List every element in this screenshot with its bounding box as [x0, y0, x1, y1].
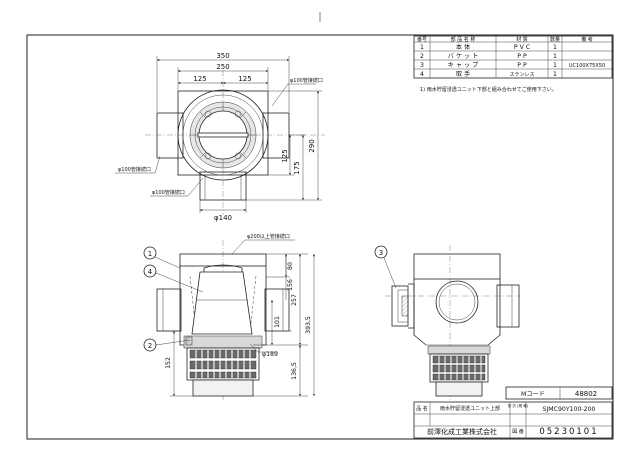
- svg-text:UC100X75X50: UC100X75X50: [569, 63, 605, 69]
- table-header-material: 材 質: [516, 36, 528, 43]
- dim-125-right: 125: [238, 75, 251, 83]
- callout-3: 3: [374, 245, 397, 289]
- svg-text:P V C: P V C: [514, 44, 530, 51]
- table-header-qty: 数量: [550, 36, 560, 43]
- table-row: 1 本 体 P V C 1: [420, 43, 557, 51]
- table-row: 4 取 手 ステンレス 1: [420, 70, 557, 78]
- table-header-no: 番号: [417, 36, 427, 43]
- svg-text:3: 3: [420, 62, 424, 69]
- label-inlet-right: φ100管接続口: [290, 77, 323, 84]
- dim-152: 152: [165, 357, 172, 369]
- dim-1365: 136,5: [291, 362, 298, 380]
- title-drawing-label: 図 番: [512, 428, 524, 435]
- table-header-name: 部 品 名 称: [451, 36, 476, 43]
- label-inlet-left: φ100管接続口: [118, 166, 151, 173]
- svg-text:1: 1: [553, 62, 557, 69]
- svg-text:3: 3: [379, 249, 383, 257]
- title-code-value: 48802: [575, 390, 597, 398]
- svg-text:1: 1: [148, 250, 152, 258]
- table-row: 2 バ ケ ッ ト P P 1: [420, 53, 557, 60]
- svg-text:キ ャ ッ プ: キ ャ ッ プ: [448, 62, 479, 69]
- table-row: 3 キ ャ ッ プ P P 1 UC100X75X50: [420, 62, 605, 69]
- label-top-inlet: φ200以上管接続口: [247, 233, 290, 240]
- top-view: 350 250 125 125 290 175 125 φ140 φ100管接続…: [115, 52, 325, 222]
- svg-text:本 体: 本 体: [456, 43, 471, 51]
- title-name-value: 雨水貯留浸透ユニット上部: [440, 405, 500, 412]
- svg-text:1: 1: [420, 44, 424, 51]
- label-phi140: φ140: [214, 214, 232, 222]
- dim-257: 257: [291, 294, 298, 306]
- dim-80: 80: [287, 262, 294, 270]
- svg-text:1: 1: [553, 44, 557, 51]
- dim-290: 290: [308, 139, 316, 152]
- side-view: 3: [374, 245, 520, 400]
- title-company: 前澤化成工業株式会社: [427, 427, 497, 436]
- callout-1: 1: [143, 246, 181, 269]
- svg-text:1: 1: [553, 53, 557, 60]
- title-block: Mコード 48802 品 名 雨水貯留浸透ユニット上部 形 式 (規 格) SJ…: [413, 386, 613, 439]
- title-drawing-value: 05230101: [539, 427, 598, 437]
- svg-text:P P: P P: [517, 62, 527, 69]
- title-model-label: 形 式 (規 格): [508, 403, 529, 408]
- dim-350: 350: [216, 52, 229, 60]
- label-phi189: φ189: [262, 351, 278, 358]
- drawing-border: [26, 34, 614, 440]
- svg-text:2: 2: [148, 342, 152, 350]
- table-header-note: 備 考: [581, 36, 593, 43]
- title-name-label: 品 名: [416, 405, 428, 412]
- bucket-slots: [189, 349, 257, 379]
- title-model-value: SJMC90Y100-200: [543, 406, 596, 413]
- svg-text:4: 4: [420, 71, 424, 78]
- svg-text:2: 2: [420, 53, 424, 60]
- svg-text:4: 4: [148, 268, 153, 276]
- table-note: 1) 雨水貯留浸透ユニット下部と組み合わせてご使用下さい。: [420, 86, 557, 93]
- dim-101: 101: [274, 316, 281, 328]
- dim-156: 156: [287, 279, 294, 291]
- front-view: φ200以上管接続口 80 156 101 257 393,5 136,5 15…: [143, 233, 316, 400]
- dim-175: 175: [293, 161, 301, 174]
- dim-125-left: 125: [193, 75, 206, 83]
- callout-4: 4: [143, 264, 204, 293]
- svg-text:ステンレス: ステンレス: [509, 72, 534, 78]
- label-inlet-bottom: φ100管接続口: [152, 189, 185, 196]
- svg-text:P P: P P: [517, 53, 527, 60]
- dim-125-vertical: 125: [281, 149, 289, 162]
- svg-text:バ ケ ッ ト: バ ケ ッ ト: [448, 53, 479, 60]
- dim-3935: 393,5: [305, 316, 312, 334]
- svg-text:取 手: 取 手: [456, 70, 470, 78]
- parts-table: 番号 部 品 名 称 材 質 数量 備 考 1 本 体 P V C 1 2 バ …: [413, 35, 613, 93]
- title-code-label: Mコード: [521, 391, 545, 398]
- callout-2: 2: [143, 338, 191, 352]
- svg-text:1: 1: [553, 71, 557, 78]
- dim-250: 250: [216, 63, 229, 71]
